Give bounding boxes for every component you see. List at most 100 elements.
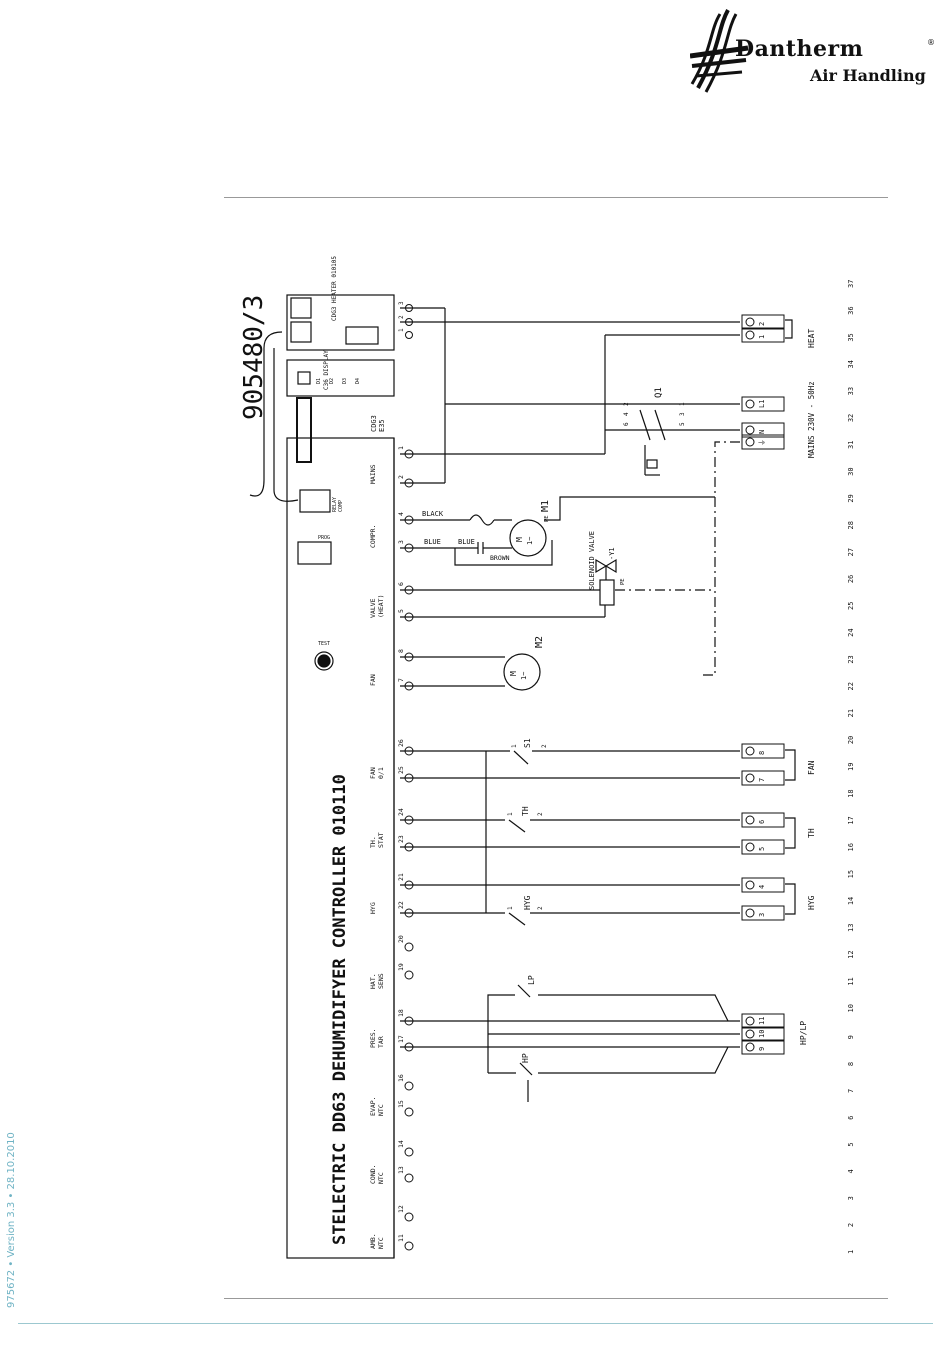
solenoid-ref: -Y1 <box>608 547 616 560</box>
terminal-number: 3 <box>397 540 405 544</box>
grid-number: 34 <box>847 360 855 368</box>
terminal-number: 20 <box>397 935 405 943</box>
heat-terminal-block-cell <box>741 327 785 343</box>
terminal-screw <box>404 478 414 488</box>
hplp-terminal-block-cell <box>741 1013 785 1029</box>
hyg-terminal-block-pin: 4 <box>758 885 766 889</box>
terminal-number: 15 <box>397 1100 405 1108</box>
heat-terminal-block-cell <box>741 314 785 330</box>
terminal-screw <box>404 908 414 918</box>
dantherm-logo: Dantherm ® Air Handling <box>689 8 940 94</box>
terminal-screw <box>404 449 414 459</box>
th-terminal-block-pin: 6 <box>758 820 766 824</box>
group-label: MAINS <box>369 464 377 484</box>
fan-terminal-block-screw <box>745 773 755 783</box>
breaker-pin: 6 <box>623 422 630 426</box>
wire-label-pe: PE <box>544 515 550 522</box>
mains-terminal-block-screw <box>745 399 755 409</box>
heater-module-label: CDG3 HEATER 010105 <box>331 256 338 321</box>
grid-number: 27 <box>847 548 855 556</box>
th-terminal-block-screw <box>745 842 755 852</box>
mains-terminal-block-pin: L1 <box>758 400 766 408</box>
heater-terminal-screw <box>405 331 413 339</box>
heater-module-box <box>286 294 395 351</box>
group-label-sub: NTC <box>377 1237 385 1249</box>
bottom-rule <box>224 1298 888 1299</box>
grid-number: 17 <box>847 816 855 824</box>
th-terminal-block-pin: 5 <box>758 847 766 851</box>
terminal-number: 19 <box>397 963 405 971</box>
grid-number: 8 <box>847 1062 855 1066</box>
grid-number: 4 <box>847 1169 855 1173</box>
th-terminal-block-cell <box>741 812 785 828</box>
group-label: HYG <box>369 902 377 914</box>
terminal-screw <box>404 1241 414 1251</box>
terminal-screw <box>404 1173 414 1183</box>
terminal-number: 7 <box>397 678 405 682</box>
breaker-pin: 2 <box>623 402 630 406</box>
relay-label-line2: COMP <box>338 500 344 512</box>
mains-terminal-block-cell <box>741 396 785 412</box>
diagram-lines <box>249 294 796 1259</box>
terminal-number: 6 <box>397 582 405 586</box>
terminal-screw <box>404 1081 414 1091</box>
group-label-sub: NTC <box>377 1172 385 1184</box>
terminal-number: 22 <box>397 901 405 909</box>
group-label-sub: NTC <box>377 1104 385 1116</box>
test-label: TEST <box>318 641 330 647</box>
mains-terminal-label: MAINS 230V - 50Hz <box>807 381 816 458</box>
prog-socket <box>297 541 332 565</box>
switch-pin: 1 <box>507 812 514 816</box>
terminal-number: 24 <box>397 808 405 816</box>
motor2-letter: M <box>509 671 518 676</box>
motor2-phase: 1~ <box>520 672 528 680</box>
brand-subtitle: Air Handling <box>810 66 926 85</box>
hyg-terminal-label: HYG <box>807 895 816 910</box>
terminal-screw <box>404 880 414 890</box>
grid-number: 37 <box>847 280 855 288</box>
drawing-number: 905480/3 <box>239 295 269 420</box>
switch-pin: 2 <box>537 906 544 910</box>
grid-number: 21 <box>847 709 855 717</box>
fan-terminal-block-cell <box>741 743 785 759</box>
grid-number: 2 <box>847 1223 855 1227</box>
header-rule <box>224 197 888 198</box>
heat-terminal-label: HEAT <box>807 329 816 348</box>
board-ref-line1: CDG3 <box>370 415 378 432</box>
terminal-number: 18 <box>397 1009 405 1017</box>
board-ref-line2: E35 <box>378 419 386 432</box>
group-label: PRES. <box>369 1028 377 1048</box>
terminal-screw <box>404 815 414 825</box>
display-led-label: D1 <box>316 378 322 384</box>
hplp-terminal-block-pin: 11 <box>758 1017 766 1025</box>
grid-number: 3 <box>847 1196 855 1200</box>
grid-number: 9 <box>847 1035 855 1039</box>
switch-pin: 2 <box>541 744 548 748</box>
breaker-pin: 1 <box>679 402 686 406</box>
motor1-label: M1 <box>540 500 551 512</box>
fan-terminal-block-cell <box>741 770 785 786</box>
switch-s1-label: S1 <box>523 738 532 748</box>
switch-lp-label: LP <box>527 975 536 985</box>
mains-terminal-block-pin: ⏚ <box>758 439 766 446</box>
group-label: COMPR. <box>369 525 377 548</box>
breaker-pin: 5 <box>679 422 686 426</box>
group-label-sub: TAR <box>377 1036 385 1048</box>
terminal-screw <box>404 1042 414 1052</box>
grid-number: 26 <box>847 575 855 583</box>
group-label-sub: SENS <box>377 973 385 989</box>
wire-label-black: BLACK <box>422 510 444 518</box>
terminal-number: 11 <box>397 1234 405 1242</box>
group-label-sub: STAT <box>377 832 385 848</box>
mains-terminal-block-screw <box>745 425 755 435</box>
group-label: COND. <box>369 1164 377 1184</box>
group-label: FAN <box>369 767 377 779</box>
wire-label-brown: BROWN <box>490 554 510 562</box>
terminal-screw <box>404 543 414 553</box>
terminal-screw <box>404 842 414 852</box>
hyg-terminal-block-pin: 3 <box>758 913 766 917</box>
terminal-screw <box>404 1107 414 1117</box>
terminal-screw <box>404 681 414 691</box>
